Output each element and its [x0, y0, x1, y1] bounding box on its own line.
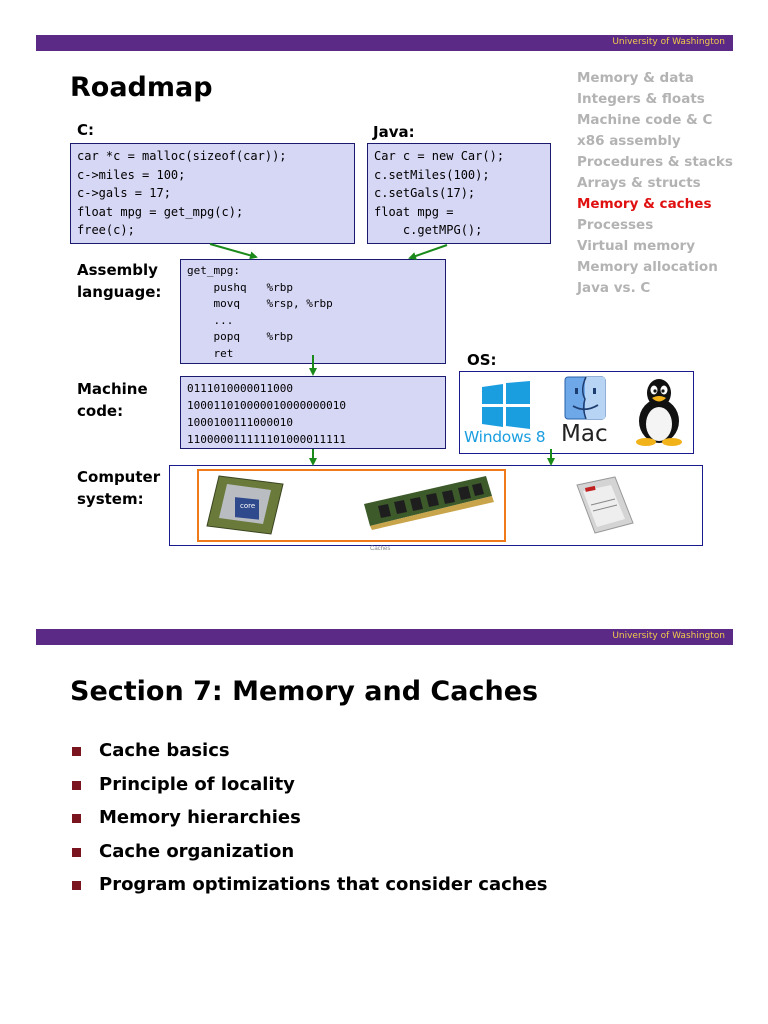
- bullet-square-icon: [72, 747, 81, 756]
- os-box: Windows 8 Mac: [459, 371, 694, 454]
- bullet-item: Cache organization: [72, 840, 548, 874]
- arrow-c-to-asm: [209, 243, 258, 260]
- code-line: ...: [187, 313, 234, 327]
- bullet-square-icon: [72, 847, 81, 857]
- code-line: 110000011111101000011111: [187, 433, 346, 446]
- arrow-java-to-asm: [408, 244, 448, 260]
- os-label: OS:: [467, 351, 497, 369]
- computer-system-box: [169, 465, 703, 546]
- roadmap-item: Processes: [577, 217, 654, 233]
- code-line: c.getMPG();: [374, 223, 483, 237]
- roadmap-item: Arrays & structs: [577, 175, 701, 191]
- bullet-square-icon: [72, 814, 81, 823]
- machine-code-box: 0111010000011000 100011010000010000000010…: [180, 376, 446, 449]
- bullet-item: Principle of locality: [72, 773, 548, 807]
- ram-stick-icon: [364, 476, 494, 530]
- roadmap-item: Memory & data: [577, 70, 694, 86]
- bullet-item: Program optimizations that consider cach…: [72, 873, 548, 907]
- code-line: popq %rbp: [187, 330, 293, 343]
- roadmap-item: Java vs. C: [577, 280, 651, 296]
- bullet-square-icon: [72, 881, 81, 890]
- java-code-box: Car c = new Car(); c.setMiles(100); c.setG…: [367, 143, 551, 244]
- cpu-chip-icon: core: [206, 475, 284, 535]
- roadmap-item: Memory allocation: [577, 259, 718, 275]
- code-line: get_mpg:: [187, 264, 240, 277]
- svg-text:core: core: [240, 502, 255, 510]
- ssd-drive-icon: [576, 476, 634, 534]
- code-line: 1000100111000010: [187, 416, 293, 429]
- code-line: free(c);: [77, 223, 135, 237]
- code-line: c->miles = 100;: [77, 167, 186, 182]
- flow-arrows: [209, 243, 555, 466]
- bullet-square-icon: [72, 780, 81, 790]
- code-line: float mpg = get_mpg(c);: [77, 204, 244, 219]
- roadmap-item: Virtual memory: [577, 238, 696, 254]
- roadmap-item-active: Memory & caches: [577, 196, 712, 212]
- code-line: c.setGals(17);: [374, 186, 476, 200]
- roadmap-list: Memory & data Integers & floats Machine …: [577, 68, 733, 299]
- code-line: float mpg =: [374, 204, 454, 219]
- code-line: 0111010000011000: [187, 382, 293, 395]
- java-label: Java:: [373, 123, 415, 141]
- caches-frame: [197, 469, 506, 542]
- university-label: University of Washington: [612, 631, 725, 641]
- university-label: University of Washington: [612, 37, 725, 47]
- section-title: Section 7: Memory and Caches: [70, 676, 539, 707]
- code-line: c->gals = 17;: [77, 186, 171, 200]
- code-line: movq %rsp, %rbp: [187, 297, 333, 310]
- c-code-box: car *c = malloc(sizeof(car)); c->miles = …: [70, 143, 355, 244]
- bullet-item: Memory hierarchies: [72, 806, 548, 840]
- bullet-item: Cache basics: [72, 739, 548, 773]
- mac-text: Mac: [561, 421, 608, 447]
- code-line: car *c = malloc(sizeof(car));: [77, 149, 287, 163]
- code-line: ret: [187, 346, 234, 360]
- bullet-list: Cache basics Principle of locality Memor…: [72, 739, 548, 907]
- windows-logo-icon: [482, 381, 530, 429]
- code-line: c.setMiles(100);: [374, 167, 490, 182]
- linux-tux-icon: [636, 379, 682, 446]
- header-bar: University of Washington: [36, 35, 733, 51]
- caches-caption: Caches: [370, 546, 391, 552]
- roadmap-item: Integers & floats: [577, 91, 705, 107]
- code-line: Car c = new Car();: [374, 149, 505, 163]
- windows-8-text: Windows 8: [464, 428, 546, 446]
- code-line: 100011010000010000000010: [187, 399, 346, 412]
- roadmap-item: x86 assembly: [577, 133, 681, 149]
- code-line: pushq %rbp: [187, 280, 293, 294]
- mac-finder-icon: [564, 376, 606, 420]
- assembly-code-box: get_mpg: pushq %rbp movq %rsp, %rbp ... …: [180, 259, 446, 364]
- roadmap-item: Machine code & C: [577, 112, 713, 128]
- header-bar: University of Washington: [36, 629, 733, 645]
- c-label: C:: [77, 121, 95, 139]
- slide-title: Roadmap: [70, 72, 213, 103]
- roadmap-item: Procedures & stacks: [577, 154, 733, 170]
